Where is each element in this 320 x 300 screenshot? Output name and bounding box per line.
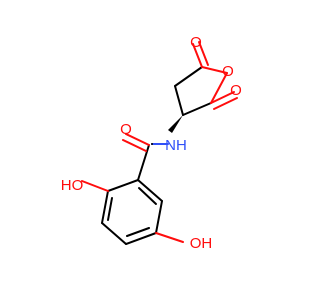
molecule-structure-diagram: O O O O NH HO OH [61, 34, 242, 252]
benzene-bond-1 [107, 179, 139, 192]
benzene-bond-4 [125, 232, 157, 245]
benzene-bond-3 [101, 222, 127, 245]
ring-bond-ca-cm [174, 85, 184, 116]
hydroxyl-upper-label: HO [61, 177, 84, 194]
benzene-bond-2 [101, 190, 109, 224]
hydroxyl-upper-bond [81, 180, 109, 192]
lactone-carbonyl-top-line-2 [198, 41, 209, 66]
ring-bond-ct-o [201, 66, 228, 74]
amide-nitrogen-label: NH [165, 137, 187, 154]
ring-bond-o-cb [210, 72, 228, 104]
amide-oxygen-label: O [120, 121, 132, 138]
amide-carbonyl-line-2 [122, 139, 147, 152]
benzene-double-1 [107, 197, 113, 221]
ring-oxygen-label: O [222, 63, 234, 80]
lactone-carbonyl-top-oxygen-label: O [190, 34, 202, 51]
benzene-bond-6 [137, 179, 163, 202]
hydroxyl-lower-label: OH [190, 235, 213, 252]
amide-carbonyl-line-1 [125, 133, 150, 146]
benzene-double-3 [138, 187, 157, 205]
lactone-carbonyl-right-line-2 [213, 97, 238, 110]
lactone-carbonyl-right-oxygen-label: O [230, 82, 242, 99]
stereo-wedge-bond [168, 115, 183, 133]
ring-bond-cm-ct [174, 66, 203, 87]
amide-carbon-to-ring [137, 144, 150, 181]
hydroxyl-lower-bond [155, 232, 184, 243]
benzene-bond-5 [155, 200, 163, 234]
benzene-double-2 [126, 227, 150, 237]
lactone-carbonyl-top-line-1 [192, 43, 203, 68]
lactone-carbonyl-right-line-1 [210, 91, 235, 104]
ring-bond-ca-cb [182, 102, 212, 116]
